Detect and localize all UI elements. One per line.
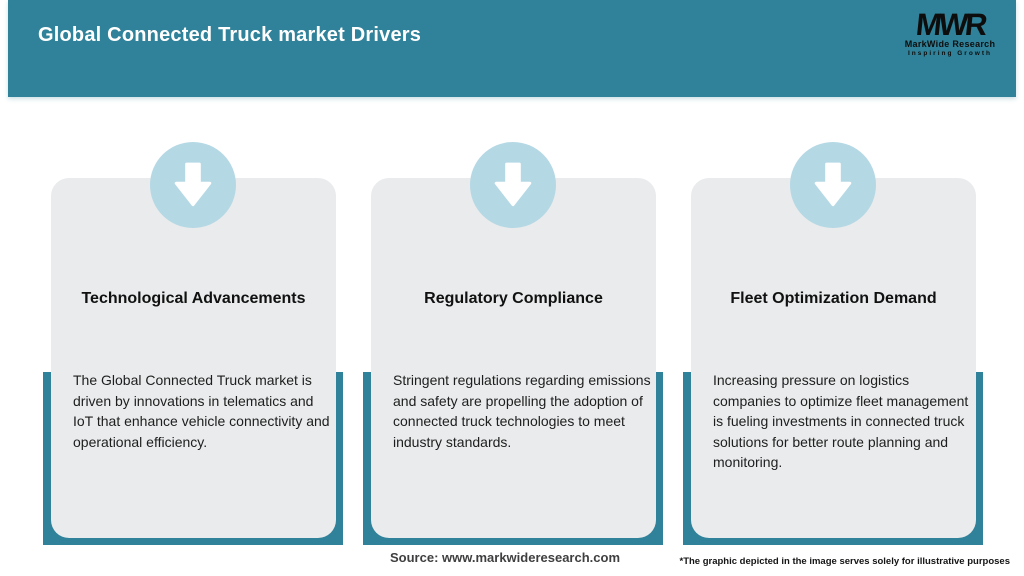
card-description: Stringent regulations regarding emission… <box>393 372 651 450</box>
card-title: Regulatory Compliance <box>424 290 603 307</box>
card-description: The Global Connected Truck market is dri… <box>73 372 330 450</box>
card-body: Regulatory Compliance Stringent regulati… <box>371 178 656 538</box>
down-arrow-icon <box>150 142 236 228</box>
source-text: Source: www.markwideresearch.com <box>390 550 621 565</box>
page-title: Global Connected Truck market Drivers <box>38 24 422 46</box>
header-bar: Global Connected Truck market Drivers MW… <box>8 0 1016 97</box>
card-title: Technological Advancements <box>81 290 306 307</box>
down-arrow-icon <box>470 142 556 228</box>
driver-card-fleet-optimization-demand: Fleet Optimization Demand Increasing pre… <box>683 142 983 545</box>
card-body: Technological Advancements The Global Co… <box>51 178 336 538</box>
driver-card-regulatory-compliance: Regulatory Compliance Stringent regulati… <box>363 142 663 545</box>
down-arrow-icon <box>790 142 876 228</box>
markwide-research-logo: MWR MarkWide Research Inspiring Growth <box>900 7 1000 57</box>
disclaimer-text: *The graphic depicted in the image serve… <box>679 556 1011 567</box>
logo-monogram: MWR <box>913 7 987 42</box>
card-title: Fleet Optimization Demand <box>730 290 937 307</box>
card-description: Increasing pressure on logistics compani… <box>713 372 969 470</box>
logo-tagline: Inspiring Growth <box>908 50 992 57</box>
driver-card-technological-advancements: Technological Advancements The Global Co… <box>43 142 343 545</box>
logo-company-name: MarkWide Research <box>904 39 996 49</box>
card-body: Fleet Optimization Demand Increasing pre… <box>691 178 976 538</box>
